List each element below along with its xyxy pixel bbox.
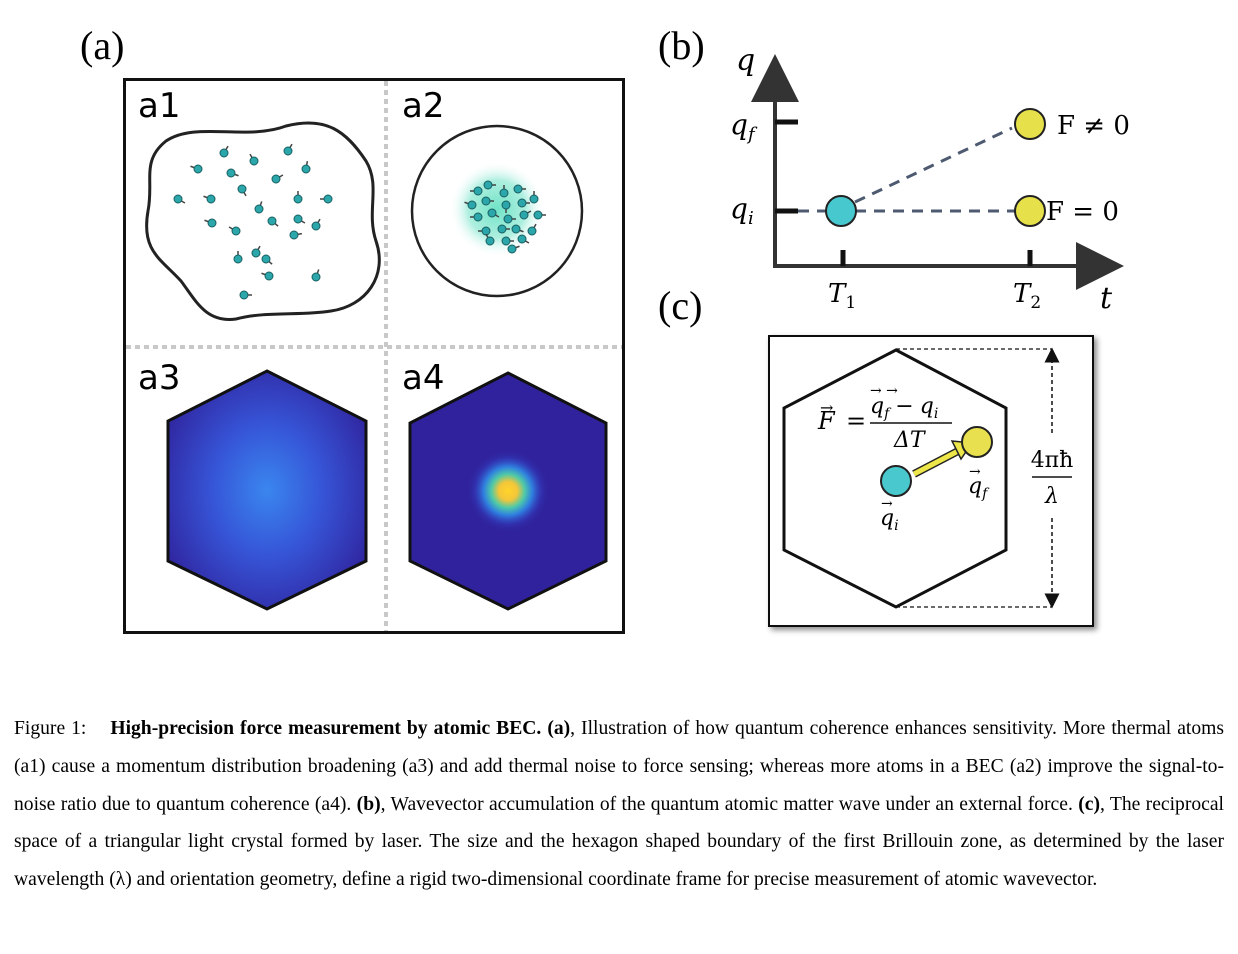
caption-figure-number: Figure 1: [14,718,86,739]
dimension-numerator: 4πħ [1031,448,1074,473]
thermal-gas-boundary [147,123,380,320]
bec-cloud-glow [449,161,545,257]
hexagon-broad-distribution [168,371,366,609]
y-axis-label: q [736,43,755,78]
qf-vector-arrow: → [969,464,981,480]
T2-label: T2 [1013,279,1041,313]
x-axis-label: t [1100,281,1113,316]
subpanel-a3-label: a3 [138,361,180,395]
subpanel-a4-label: a4 [402,361,444,395]
zero-force-label: F = 0 [1046,197,1119,227]
T1-label: T1 [828,279,856,313]
equals-sign: = [846,407,866,435]
caption-b-text: , Wavevector accumulation of the quantum… [381,794,1073,815]
caption-a-ref: (a) [547,718,570,739]
panel-c-label: (c) [658,286,702,326]
atom-final-zero-force [1015,196,1045,226]
atom-initial [826,196,856,226]
panel-b-plot: q t qf qi T1 T2 F ≠ 0 F = 0 [700,40,1200,320]
numerator-vector-arrows: → → [870,383,898,399]
qf-label: qf [730,108,758,145]
denominator: ΔT [893,428,927,453]
nonzero-force-label: F ≠ 0 [1057,111,1130,141]
qi-label: qi [730,192,754,229]
force-vector-arrow: → [820,398,833,417]
panel-a-graphics [126,81,622,631]
caption-title: High-precision force measurement by atom… [110,718,541,739]
subpanel-a1-label: a1 [138,89,180,123]
panel-a-label: (a) [80,26,124,66]
atom-initial-c [881,466,911,496]
qi-vector-arrow: → [881,496,893,512]
panel-b-label: (b) [658,26,705,66]
atom-final-nonzero-force [1015,109,1045,139]
trajectory-nonzero-force [855,128,1012,202]
bec-momentum-peak [466,449,550,533]
figure-caption: Figure 1: High-precision force measureme… [14,710,1224,899]
panel-a-frame: a1 a2 a3 a4 [123,78,625,634]
panel-c-graphics: F → = qf−qi → → ΔT qf → qi → 4πħ λ [766,333,1106,633]
dimension-denominator: λ [1044,484,1059,509]
atom-final-c [962,427,992,457]
caption-b-ref: (b) [357,794,381,815]
caption-c-ref: (c) [1078,794,1100,815]
subpanel-a2-label: a2 [402,89,444,123]
